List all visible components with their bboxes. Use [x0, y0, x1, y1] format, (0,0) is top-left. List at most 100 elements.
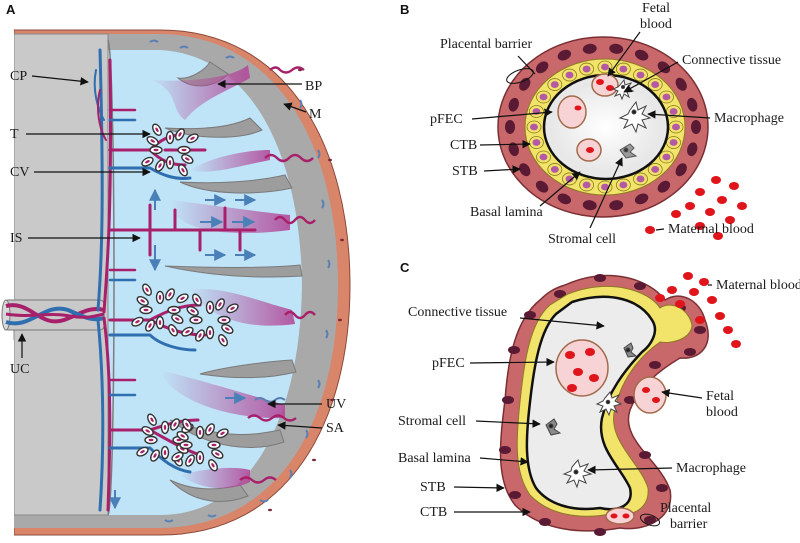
villus-capillary — [145, 287, 149, 292]
red-blood-cell — [705, 208, 715, 216]
ctb-nucleus — [539, 153, 548, 161]
label-b-fetal-blood-1: Fetal — [642, 1, 670, 16]
stb-nucleus — [687, 142, 698, 157]
stb-nucleus — [634, 49, 649, 61]
label-b-fetal-blood-2: blood — [640, 17, 672, 32]
stb-nucleus-c — [502, 396, 514, 404]
label-cp: CP — [10, 69, 27, 84]
label-c-ctb: CTB — [420, 505, 447, 520]
uterine-veins — [149, 39, 331, 523]
red-blood-cell — [713, 232, 723, 240]
villus-capillary — [148, 438, 154, 442]
red-blood-cell — [695, 222, 705, 230]
villus-capillary — [173, 422, 177, 427]
villus-capillary — [163, 450, 167, 456]
red-blood-cell — [725, 216, 735, 224]
red-blood-cell — [711, 176, 721, 184]
stb-nucleus — [557, 193, 572, 205]
label-c-placental-barrier-1: Placental — [660, 501, 711, 516]
stb-nucleus-c — [539, 518, 551, 526]
ctb-nucleus — [532, 139, 541, 146]
stb-nucleus-c — [694, 326, 706, 334]
red-blood-cell-c — [689, 288, 699, 296]
red-blood-cell — [685, 202, 695, 210]
ctb-nucleus — [651, 81, 660, 88]
stb-nucleus — [675, 77, 687, 91]
label-bp: BP — [305, 79, 322, 94]
villus-capillary — [198, 455, 202, 461]
panel-c-labels: Maternal blood Connective tissue pFEC Fe… — [398, 278, 800, 532]
red-blood-cell-c — [667, 286, 677, 294]
label-b-pfec: pFEC — [430, 112, 463, 127]
panel-b-letter: B — [400, 2, 409, 17]
villus-capillary — [195, 297, 199, 302]
stb-nucleus-c — [656, 484, 668, 492]
villus-capillary — [180, 447, 185, 451]
label-b-stb: STB — [452, 164, 478, 179]
stb-nucleus — [609, 200, 624, 211]
villus-capillary — [221, 338, 225, 343]
label-sa: SA — [326, 421, 345, 436]
label-b-basal-lamina: Basal lamina — [470, 205, 543, 220]
fetal-capillaries-c — [555, 339, 667, 525]
page-margin — [0, 30, 14, 543]
villus-capillary — [188, 458, 192, 463]
villus-capillary — [140, 450, 145, 454]
stb-nucleus — [582, 43, 597, 54]
stb-nucleus — [508, 97, 519, 112]
villus-capillary — [145, 160, 150, 164]
macrophage-b — [618, 100, 652, 134]
villus-capillary — [143, 308, 149, 312]
stb-nucleus — [634, 193, 649, 205]
label-c-fetal-blood-2: blood — [706, 405, 738, 420]
ctb-nucleus — [669, 108, 678, 115]
villus-capillary — [150, 417, 154, 422]
villus-capillary — [145, 429, 150, 433]
stb-nucleus — [535, 180, 549, 193]
label-c-stb: STB — [420, 480, 446, 495]
macrophages-c — [562, 390, 623, 489]
ctb-nucleus — [582, 181, 591, 189]
label-c-macrophage: Macrophage — [676, 461, 746, 476]
ctb-nucleus — [636, 71, 645, 79]
villus-capillary — [183, 443, 189, 447]
panel-c-letter: C — [400, 260, 410, 275]
villus-capillary — [198, 429, 202, 435]
label-cv: CV — [10, 165, 29, 180]
villus-capillary — [190, 309, 195, 313]
villus-capillary — [211, 463, 215, 468]
villus-capillary — [155, 127, 159, 132]
villus-capillary — [153, 453, 157, 458]
red-blood-cell-c — [655, 294, 665, 302]
villus-capillary — [218, 302, 222, 307]
ctb-nucleus — [550, 81, 559, 88]
villus-capillary — [163, 424, 167, 430]
label-b-placental-barrier: Placental barrier — [440, 37, 532, 52]
villus-capillary — [208, 427, 212, 432]
placental-septa — [164, 61, 303, 502]
label-c-maternal-blood: Maternal blood — [716, 278, 800, 293]
stb-nucleus — [519, 163, 531, 177]
maternal-blood-cells-b — [645, 176, 747, 240]
villus-capillary — [185, 330, 190, 334]
panel-a-letter: A — [6, 2, 16, 17]
red-blood-cell-c — [699, 278, 709, 286]
label-c-fetal-blood-1: Fetal — [706, 389, 734, 404]
villus-capillary — [158, 294, 162, 300]
label-c-pfec: pFEC — [432, 356, 465, 371]
villus-capillary — [180, 296, 185, 300]
ctb-nucleus — [550, 166, 559, 173]
ctb-nucleus — [672, 123, 680, 131]
panel-b: B — [400, 1, 784, 247]
ctb-nucleus — [539, 93, 548, 101]
myometrium-cells — [268, 68, 344, 512]
stb-nucleus-c — [594, 528, 606, 536]
stb-nuclei-c — [499, 274, 706, 536]
villus-capillary — [175, 455, 180, 459]
villus-capillary — [153, 148, 159, 152]
label-m: M — [309, 107, 322, 122]
ctb-nucleus — [601, 63, 609, 71]
villus-capillary — [181, 168, 185, 173]
ctb-nucleus — [565, 175, 574, 183]
label-b-maternal-blood: Maternal blood — [668, 222, 754, 237]
